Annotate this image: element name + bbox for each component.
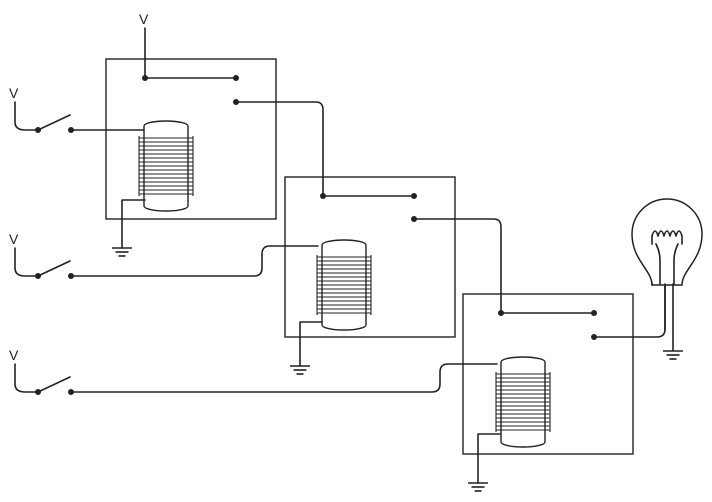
relay-3	[462, 293, 634, 492]
supply-label-switch-1: V	[9, 85, 19, 101]
relay-3-coil	[495, 356, 551, 448]
relay-2	[284, 176, 456, 375]
ground-icon	[662, 350, 684, 360]
switch-1[interactable]: V	[9, 85, 145, 133]
relay-1: V	[105, 11, 277, 257]
light-bulb-icon	[631, 198, 703, 351]
ground-icon	[289, 365, 311, 375]
relay-1-coil	[138, 120, 194, 212]
switch-2[interactable]: V	[9, 231, 319, 279]
relay-1-housing	[105, 58, 277, 220]
supply-label-switch-3: V	[9, 347, 19, 363]
ground-icon	[111, 247, 133, 257]
wire-relay3-to-bulb	[593, 282, 666, 338]
supply-label-switch-2: V	[9, 231, 19, 247]
switch-3[interactable]: V	[9, 347, 498, 395]
wire-relay1-to-relay2	[235, 101, 324, 197]
supply-label-relay-1: V	[139, 11, 149, 27]
ground-icon	[467, 482, 489, 492]
relay-2-coil	[316, 239, 372, 331]
wire-relay2-to-relay3	[413, 218, 502, 314]
relay-2-housing	[284, 176, 456, 338]
relay-3-housing	[462, 293, 634, 455]
